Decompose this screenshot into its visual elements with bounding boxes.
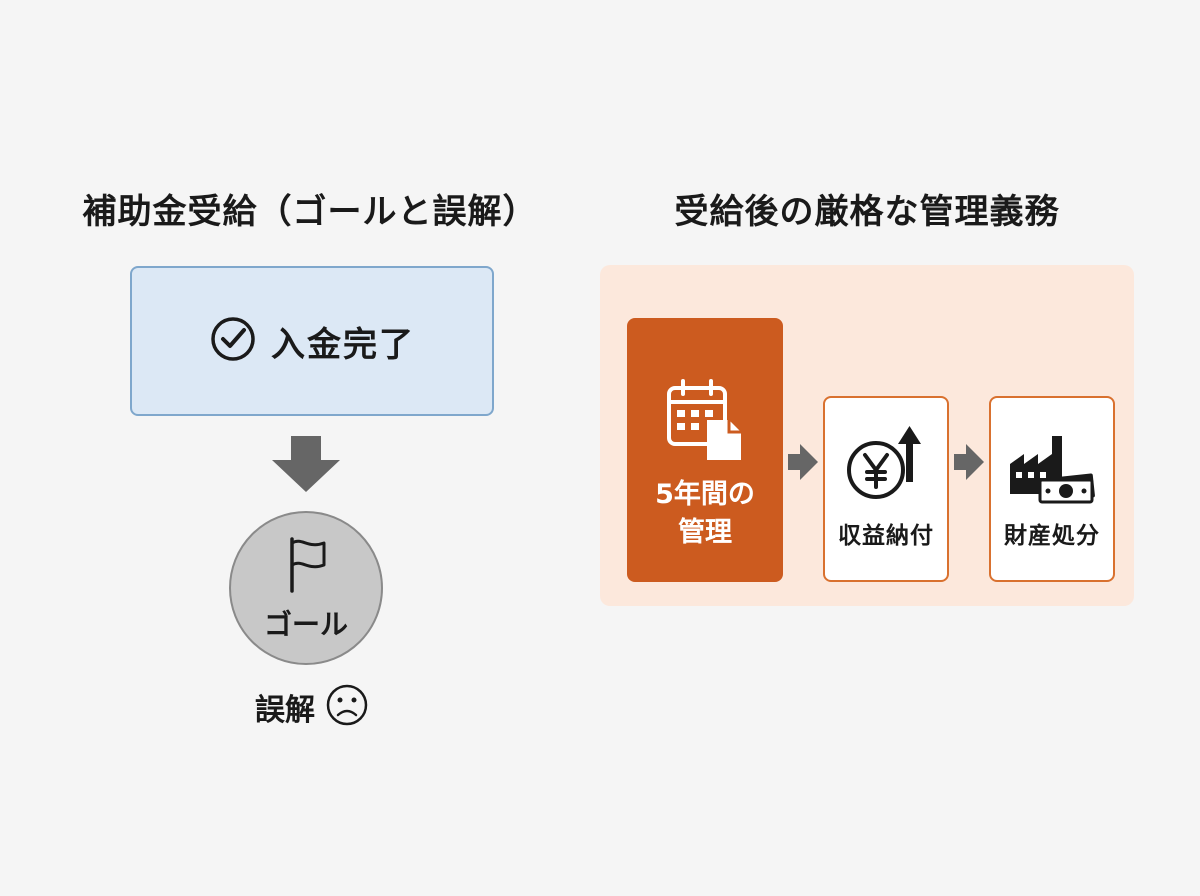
check-circle-icon: [209, 315, 257, 367]
flow-arrow-icon: [788, 444, 818, 484]
goal-circle: ゴール: [229, 511, 383, 665]
deposit-label: 入金完了: [271, 324, 415, 365]
revenue-payment-label: 収益納付: [838, 523, 934, 549]
deposit-complete-box: 入金完了: [130, 266, 494, 416]
left-title: 補助金受給（ゴールと誤解）: [82, 192, 538, 232]
revenue-payment-step: 収益納付: [823, 396, 949, 582]
main-step-label-line2: 管理: [678, 517, 732, 548]
down-arrow-icon: [272, 436, 340, 496]
goal-label: ゴール: [263, 608, 348, 641]
yen-up-icon: [825, 420, 947, 508]
calendar-document-icon: [667, 378, 745, 466]
property-disposal-step: 財産処分: [989, 396, 1115, 582]
main-step-label: 5年間の 管理: [627, 476, 783, 552]
right-title: 受給後の厳格な管理義務: [674, 192, 1060, 232]
flag-icon: [288, 537, 328, 597]
sad-face-icon: [325, 683, 369, 731]
property-disposal-label: 財産処分: [1004, 523, 1100, 549]
five-year-management-step: 5年間の 管理: [627, 318, 783, 582]
misunderstanding-label: 誤解: [255, 693, 315, 728]
main-step-label-line1: 5年間の: [655, 479, 755, 510]
factory-money-icon: [991, 420, 1113, 508]
misunderstanding: 誤解: [255, 683, 369, 731]
flow-arrow-icon: [954, 444, 984, 484]
